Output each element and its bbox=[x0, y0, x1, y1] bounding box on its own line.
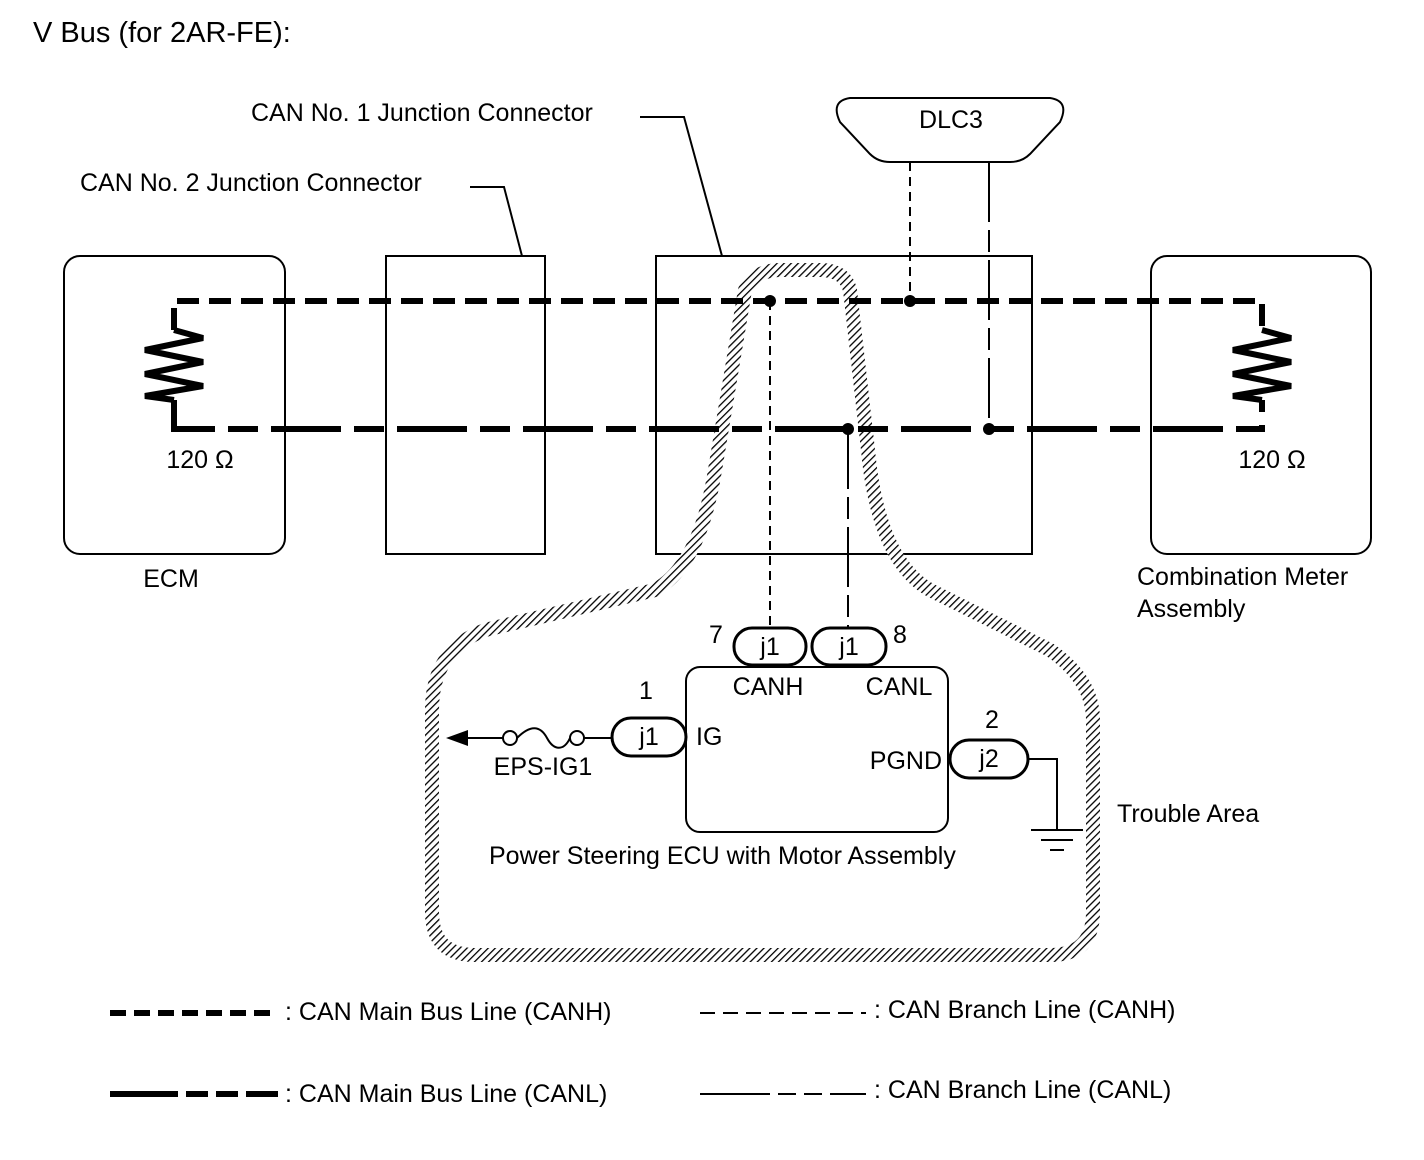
pin-signal-pgnd: PGND bbox=[870, 747, 942, 775]
pin-connector-7 bbox=[732, 626, 808, 667]
legend-label-main-canh: : CAN Main Bus Line (CANH) bbox=[285, 998, 611, 1026]
junction-dot-canl-dlc3 bbox=[983, 423, 995, 435]
pin-connector-2-label: j2 bbox=[978, 745, 998, 773]
pin-number-8: 8 bbox=[893, 621, 907, 649]
trouble-area-label: Trouble Area bbox=[1117, 800, 1259, 828]
pin-number-2: 2 bbox=[985, 706, 999, 734]
dlc3-label: DLC3 bbox=[919, 106, 983, 134]
can2-junction-label: CAN No. 2 Junction Connector bbox=[80, 169, 422, 197]
meter-label-line2: Assembly bbox=[1137, 595, 1246, 623]
pin-connector-8-label: j1 bbox=[838, 633, 858, 661]
can2-junction-box bbox=[385, 255, 546, 555]
can1-junction-label: CAN No. 1 Junction Connector bbox=[251, 99, 593, 127]
fuse-terminal-right bbox=[569, 730, 585, 746]
meter-label-line1: Combination Meter bbox=[1137, 563, 1348, 591]
pin-signal-canl: CANL bbox=[866, 673, 933, 701]
meter-resistor bbox=[1232, 327, 1292, 403]
can1-leader-line bbox=[640, 116, 723, 257]
junction-dot-canl-eps bbox=[842, 423, 854, 435]
can-main-bus-canl bbox=[171, 400, 1265, 432]
ground-wire bbox=[1028, 758, 1058, 830]
ecm-label: ECM bbox=[143, 565, 199, 593]
ecm-resistor bbox=[144, 327, 204, 403]
ig-arrow-icon bbox=[446, 730, 468, 746]
junction-dot-canh-eps bbox=[764, 295, 776, 307]
pin-signal-ig: IG bbox=[696, 723, 722, 751]
pin-number-1: 1 bbox=[639, 677, 653, 705]
diagram-title: V Bus (for 2AR-FE): bbox=[33, 17, 291, 49]
fuse-element bbox=[516, 727, 571, 749]
can2-leader-line bbox=[470, 186, 523, 257]
legend-label-main-canl: : CAN Main Bus Line (CANL) bbox=[285, 1080, 607, 1108]
fuse-terminal-left bbox=[502, 730, 518, 746]
ecm-resistance-label: 120 Ω bbox=[166, 446, 233, 474]
pin-number-7: 7 bbox=[709, 621, 723, 649]
junction-dot-canh-dlc3 bbox=[904, 295, 916, 307]
eps-ecu-label: Power Steering ECU with Motor Assembly bbox=[489, 842, 956, 870]
meter-box bbox=[1150, 255, 1372, 555]
pin-connector-7-label: j1 bbox=[759, 633, 779, 661]
can-main-bus-canh bbox=[171, 298, 1265, 330]
ecm-box bbox=[63, 255, 286, 555]
legend-label-branch-canl: : CAN Branch Line (CANL) bbox=[874, 1076, 1171, 1104]
pin-connector-1-label: j1 bbox=[638, 723, 658, 751]
pin-connector-8 bbox=[810, 626, 888, 667]
legend-label-branch-canh: : CAN Branch Line (CANH) bbox=[874, 996, 1175, 1024]
can1-junction-box bbox=[655, 255, 1033, 555]
eps-ecu-box bbox=[685, 666, 949, 833]
pin-signal-canh: CANH bbox=[733, 673, 804, 701]
trouble-area-outline bbox=[425, 263, 1100, 962]
meter-resistance-label: 120 Ω bbox=[1238, 446, 1305, 474]
dlc3-connector bbox=[835, 97, 1065, 163]
fuse-label: EPS-IG1 bbox=[494, 753, 593, 781]
